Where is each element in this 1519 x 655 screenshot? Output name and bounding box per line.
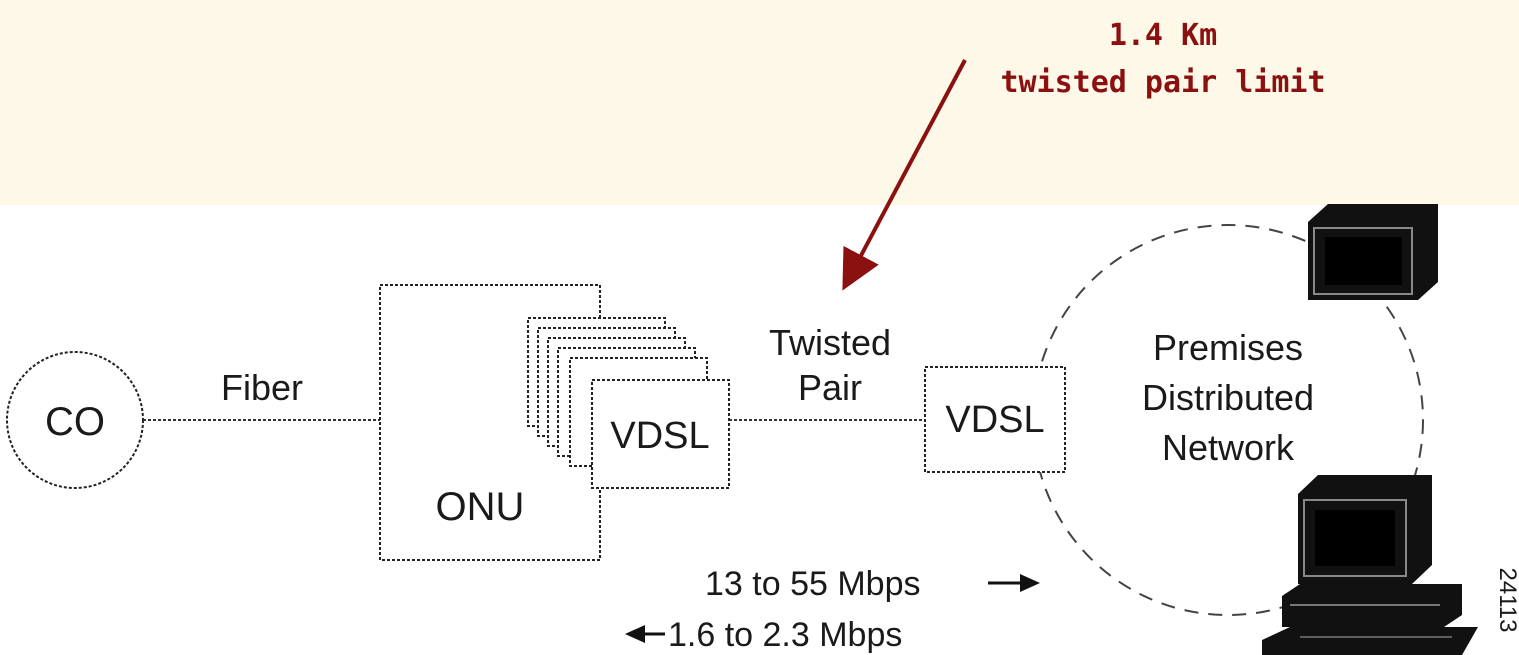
onu-vdsl-card — [591, 379, 730, 489]
desktop-computer-icon — [1262, 475, 1478, 655]
remote-vdsl-label: VDSL — [945, 399, 1044, 441]
monitor-icon — [1308, 204, 1438, 300]
onu-card-stack: VDSL — [527, 317, 730, 489]
pair-label: Pair — [798, 367, 862, 408]
annotation-area — [0, 0, 1519, 205]
diagram-area — [0, 205, 1519, 655]
twisted-label: Twisted — [769, 322, 891, 363]
distributed-label: Distributed — [1142, 377, 1314, 418]
annotation-line-2: twisted pair limit — [1000, 65, 1325, 100]
downstream-rate: 13 to 55 Mbps — [705, 565, 920, 603]
onu-vdsl-label: VDSL — [610, 415, 709, 457]
remote-vdsl-node: VDSL — [924, 366, 1066, 473]
premises-label: Premises — [1153, 327, 1303, 368]
co-node: CO — [6, 351, 144, 489]
upstream-arrowhead — [625, 625, 645, 643]
figure-id: 24113 — [1494, 568, 1519, 633]
onu-label: ONU — [436, 485, 525, 529]
fiber-label: Fiber — [221, 367, 303, 408]
annotation-arrow — [842, 59, 967, 291]
downstream-arrowhead — [1020, 574, 1040, 592]
network-label: Network — [1162, 427, 1295, 468]
co-label: CO — [45, 400, 105, 444]
annotation-line-1: 1.4 Km — [1109, 18, 1217, 53]
upstream-rate: 1.6 to 2.3 Mbps — [668, 616, 902, 654]
